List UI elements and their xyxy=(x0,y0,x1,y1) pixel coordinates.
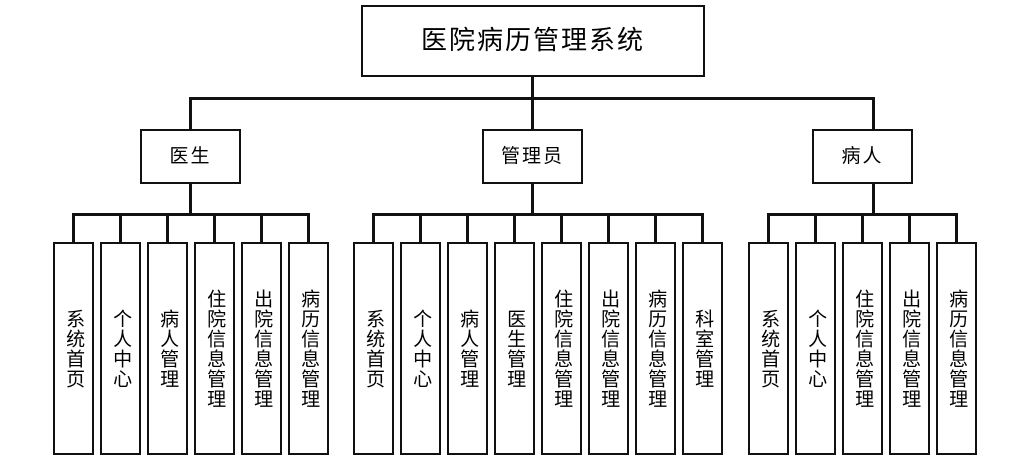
node-leaf-patient-4[interactable]: 病历信息管理 xyxy=(936,242,977,455)
connector-admin-leaf-drop-1 xyxy=(419,213,422,243)
node-leaf-admin-1[interactable]: 个人中心 xyxy=(400,242,441,455)
connector-doctor-leaf-drop-4 xyxy=(260,213,263,243)
node-leaf-label: 住院信息管理 xyxy=(551,288,574,409)
node-leaf-doctor-0[interactable]: 系统首页 xyxy=(53,242,94,455)
node-leaf-admin-7[interactable]: 科室管理 xyxy=(682,242,723,455)
connector-admin-leaf-drop-7 xyxy=(701,213,704,243)
node-leaf-label: 出院信息管理 xyxy=(899,288,922,409)
node-leaf-patient-3[interactable]: 出院信息管理 xyxy=(889,242,930,455)
connector-admin-bus xyxy=(372,213,701,216)
node-leaf-label: 个人中心 xyxy=(805,308,828,389)
connector-drop-doctor xyxy=(189,97,192,130)
connector-admin-leaf-drop-5 xyxy=(607,213,610,243)
node-leaf-label: 出院信息管理 xyxy=(598,288,621,409)
node-role-patient[interactable]: 病人 xyxy=(812,129,913,184)
node-leaf-doctor-5[interactable]: 病历信息管理 xyxy=(288,242,329,455)
connector-admin-leaf-drop-6 xyxy=(654,213,657,243)
node-root-system[interactable]: 医院病历管理系统 xyxy=(361,5,705,77)
node-leaf-label: 个人中心 xyxy=(110,308,133,389)
connector-doctor-stem xyxy=(189,184,192,215)
connector-drop-patient xyxy=(872,97,875,130)
node-leaf-label: 出院信息管理 xyxy=(251,288,274,409)
node-leaf-label: 病历信息管理 xyxy=(946,288,969,409)
connector-admin-leaf-drop-3 xyxy=(513,213,516,243)
connector-doctor-bus xyxy=(72,213,307,216)
node-leaf-patient-2[interactable]: 住院信息管理 xyxy=(842,242,883,455)
connector-patient-leaf-drop-2 xyxy=(861,213,864,243)
node-leaf-label: 病人管理 xyxy=(457,308,480,389)
node-leaf-label: 科室管理 xyxy=(692,308,715,389)
node-leaf-doctor-1[interactable]: 个人中心 xyxy=(100,242,141,455)
connector-patient-leaf-drop-1 xyxy=(814,213,817,243)
node-leaf-label: 系统首页 xyxy=(63,308,86,389)
node-role-admin[interactable]: 管理员 xyxy=(482,129,583,184)
connector-admin-leaf-drop-2 xyxy=(466,213,469,243)
connector-drop-admin xyxy=(531,97,534,130)
connector-admin-leaf-drop-0 xyxy=(372,213,375,243)
node-role-admin-label: 管理员 xyxy=(500,145,564,167)
node-leaf-patient-1[interactable]: 个人中心 xyxy=(795,242,836,455)
connector-doctor-leaf-drop-1 xyxy=(119,213,122,243)
connector-doctor-leaf-drop-2 xyxy=(166,213,169,243)
connector-admin-leaf-drop-4 xyxy=(560,213,563,243)
node-leaf-label: 住院信息管理 xyxy=(852,288,875,409)
node-role-patient-label: 病人 xyxy=(841,145,884,167)
node-root-label: 医院病历管理系统 xyxy=(420,26,645,56)
node-leaf-admin-6[interactable]: 病历信息管理 xyxy=(635,242,676,455)
connector-root-stem xyxy=(531,77,534,100)
node-leaf-label: 病历信息管理 xyxy=(645,288,668,409)
connector-patient-leaf-drop-3 xyxy=(908,213,911,243)
node-leaf-admin-3[interactable]: 医生管理 xyxy=(494,242,535,455)
node-leaf-admin-0[interactable]: 系统首页 xyxy=(353,242,394,455)
node-leaf-label: 系统首页 xyxy=(758,308,781,389)
node-leaf-label: 病历信息管理 xyxy=(298,288,321,409)
node-leaf-patient-0[interactable]: 系统首页 xyxy=(748,242,789,455)
connector-patient-stem xyxy=(872,184,875,215)
node-leaf-label: 医生管理 xyxy=(504,308,527,389)
node-leaf-label: 住院信息管理 xyxy=(204,288,227,409)
connector-patient-leaf-drop-4 xyxy=(955,213,958,243)
node-leaf-label: 病人管理 xyxy=(157,308,180,389)
connector-admin-stem xyxy=(531,184,534,215)
node-leaf-admin-2[interactable]: 病人管理 xyxy=(447,242,488,455)
connector-doctor-leaf-drop-5 xyxy=(307,213,310,243)
node-leaf-doctor-3[interactable]: 住院信息管理 xyxy=(194,242,235,455)
connector-doctor-leaf-drop-0 xyxy=(72,213,75,243)
node-leaf-admin-4[interactable]: 住院信息管理 xyxy=(541,242,582,455)
node-leaf-label: 系统首页 xyxy=(363,308,386,389)
node-leaf-label: 个人中心 xyxy=(410,308,433,389)
node-leaf-doctor-2[interactable]: 病人管理 xyxy=(147,242,188,455)
node-leaf-doctor-4[interactable]: 出院信息管理 xyxy=(241,242,282,455)
node-leaf-admin-5[interactable]: 出院信息管理 xyxy=(588,242,629,455)
node-role-doctor[interactable]: 医生 xyxy=(140,129,241,184)
connector-doctor-leaf-drop-3 xyxy=(213,213,216,243)
connector-patient-leaf-drop-0 xyxy=(767,213,770,243)
node-role-doctor-label: 医生 xyxy=(169,145,212,167)
